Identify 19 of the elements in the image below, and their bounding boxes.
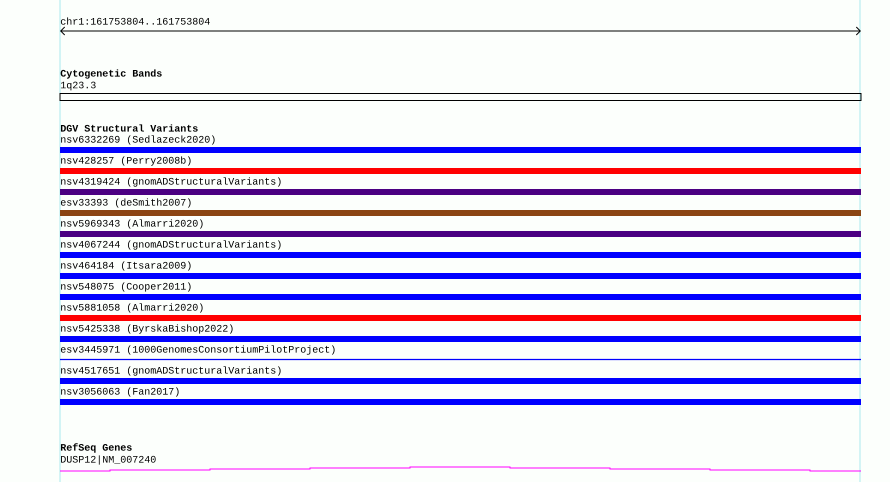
- track-title: Cytogenetic Bands: [60, 69, 162, 79]
- feature-label: DUSP12|NM_007240: [61, 455, 156, 465]
- feature-label: nsv4319424 (gnomADStructuralVariants): [61, 177, 281, 187]
- feature-label: nsv5881058 (Almarri2020): [61, 303, 203, 313]
- feature-label: nsv6332269 (Sedlazeck2020): [61, 135, 215, 145]
- feature-label: nsv5969343 (Almarri2020): [61, 219, 203, 229]
- feature-label: nsv464184 (Itsara2009): [61, 261, 191, 271]
- feature-label: nsv3056063 (Fan2017): [61, 387, 179, 397]
- feature-label: nsv428257 (Perry2008b): [61, 156, 191, 166]
- track-title: DGV Structural Variants: [60, 124, 198, 132]
- feature-label: esv3445971 (1000GenomesConsortiumPilotProject): [60, 345, 335, 355]
- feature-label: nsv4067244 (gnomADStructuralVariants): [61, 240, 281, 250]
- feature-label: nsv548075 (Cooper2011): [61, 282, 191, 292]
- coordinate-label: chr1:161753804..161753804: [60, 17, 210, 25]
- feature-label: nsv5425338 (ByrskaBishop2022): [61, 324, 233, 334]
- feature-label: 1q23.3: [61, 82, 96, 90]
- feature-label: nsv4517651 (gnomADStructuralVariants): [61, 366, 281, 376]
- feature-label: esv33393 (deSmith2007): [60, 198, 191, 208]
- track-title: RefSeq Genes: [60, 443, 132, 453]
